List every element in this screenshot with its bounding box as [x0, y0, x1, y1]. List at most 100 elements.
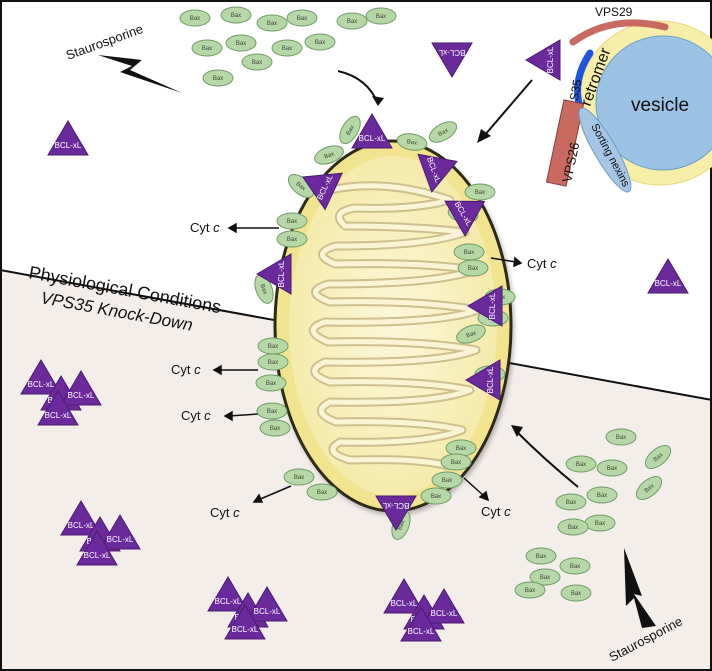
bcl-xl-protein: BCL-xL: [525, 39, 561, 81]
bcl-xl-protein: BCL-xL: [375, 495, 417, 531]
bax-ellipse: [428, 121, 458, 143]
bax-label: Bax: [597, 493, 607, 499]
bcl-xl-triangle: [60, 370, 102, 406]
bcl-xl-triangle: [99, 514, 141, 550]
bcl-xl-triangle: [383, 578, 425, 614]
bax-protein: Bax: [257, 353, 289, 371]
bcl-xl-label: BCL-xL: [107, 535, 134, 544]
bax-protein: Bax: [420, 487, 452, 505]
bcl-xl-protein: BCL-xL: [467, 285, 503, 327]
bax-ellipse: [220, 6, 252, 24]
bax-label: Bax: [202, 46, 212, 52]
bax-ellipse: [276, 230, 308, 248]
bcl-xl-protein: BCL-xL: [60, 500, 102, 536]
bax-ellipse: [276, 212, 308, 230]
bax-ellipse: [339, 115, 361, 145]
bcl-xl-label: BCL-xL: [382, 501, 409, 510]
bcl-xl-triangle: [301, 172, 343, 211]
bax-protein: Bax: [314, 145, 344, 165]
bax-ellipse: [457, 259, 489, 277]
bax-ellipse: [586, 486, 618, 504]
lightning-bolt-bottom-icon: [624, 548, 656, 628]
bcl-xl-triangle: [20, 359, 62, 395]
bcl-xl-protein: BCL-xL: [256, 253, 292, 295]
bax-ellipse: [179, 9, 211, 27]
bax-protein: Bax: [283, 468, 315, 486]
bax-protein: Bax: [271, 39, 303, 57]
bax-label: Bax: [231, 13, 241, 19]
bcl-xl-label: BCL-xL: [359, 134, 386, 143]
bax-label: Bax: [347, 19, 357, 25]
bax-translocation-arrow-bottom: [516, 431, 579, 488]
bax-ellipse: [431, 471, 463, 489]
bax-ellipse: [256, 14, 288, 32]
bax-ellipse: [525, 547, 557, 565]
bcl-xl-protein: BCL-xL: [400, 606, 442, 642]
bcl-xl-protein: BCL-xL: [301, 172, 343, 211]
bax-label: Bax: [595, 521, 605, 527]
vps29-arc: [569, 19, 669, 46]
bcl-xl-triangle: [37, 390, 79, 426]
bax-protein: Bax: [565, 455, 597, 473]
bax-label: Bax: [252, 60, 262, 66]
bax-label: Bax: [236, 41, 246, 47]
bax-ellipse: [304, 33, 336, 51]
bax-ellipse: [529, 568, 561, 586]
bax-ellipse: [306, 483, 338, 501]
bax-ellipse: [255, 374, 287, 392]
bax-label: Bax: [644, 483, 656, 494]
bcl-xl-label: BCL-xL: [45, 411, 72, 420]
bax-label: Bax: [442, 478, 452, 484]
bax-protein: Bax: [306, 483, 338, 501]
bax-label: Bax: [317, 490, 327, 496]
vesicle-complex: vesicle VPS29 VPS35 retromer VPS26 Sorti…: [545, 5, 712, 193]
bax-label: Bax: [213, 76, 223, 82]
bax-protein: Bax: [259, 419, 291, 437]
bax-protein: Bax: [225, 34, 257, 52]
bcl-xl-label: BCL-xL: [438, 48, 465, 57]
bax-protein: Bax: [555, 493, 587, 511]
bax-ellipse: [365, 7, 397, 25]
bax-protein: Bax: [304, 33, 336, 51]
bax-label: Bax: [568, 525, 578, 531]
sorting-nexins-shape: [578, 107, 632, 193]
bax-protein: Bax: [514, 581, 546, 599]
bax-label: Bax: [346, 125, 356, 137]
bax-label: Bax: [653, 452, 665, 463]
bax-label: Bax: [607, 466, 617, 472]
bax-label: Bax: [438, 128, 450, 138]
bcl-xl-triangle: [207, 576, 249, 612]
bax-protein: Bax: [191, 39, 223, 57]
bcl-xl-label: BCL-xL: [277, 260, 286, 287]
bcl-xl-triangle: [375, 495, 417, 531]
bax-ellipse: [560, 584, 592, 602]
bax-label: Bax: [190, 16, 200, 22]
cristae-inner: [310, 183, 481, 469]
bax-label: Bax: [465, 330, 477, 339]
bcl-xl-label: BCL-xL: [546, 46, 555, 73]
bax-label: Bax: [397, 519, 406, 531]
vesicle: [595, 35, 712, 171]
bcl-xl-protein: BCL-xL: [351, 113, 393, 149]
cyt-c-label: Cyt c: [171, 362, 201, 377]
lightning-bolt-top-icon: [98, 55, 182, 93]
bcl-xl-protein: BCL-xL: [444, 200, 486, 237]
bcl-xl-triangle: [224, 604, 266, 640]
bax-ellipse: [286, 9, 318, 27]
bcl-xl-protein: BCL-xL: [37, 390, 79, 426]
bax-protein: Bax: [241, 53, 273, 71]
bcl-xl-protein: BCL-xL: [383, 578, 425, 614]
bcl-xl-label: BCL-xL: [232, 625, 259, 634]
bax-ellipse: [257, 353, 289, 371]
cyt-c-label: Cyt c: [210, 505, 240, 520]
bax-protein: Bax: [428, 121, 458, 143]
bax-ellipse: [420, 487, 452, 505]
bax-ellipse: [241, 53, 273, 71]
bcl-xl-label: BCL-xL: [68, 391, 95, 400]
bax-protein: Bax: [256, 402, 288, 420]
bax-label: Bax: [266, 381, 276, 387]
bcl-xl-triangle: [444, 200, 486, 237]
bax-protein: Bax: [202, 69, 234, 87]
